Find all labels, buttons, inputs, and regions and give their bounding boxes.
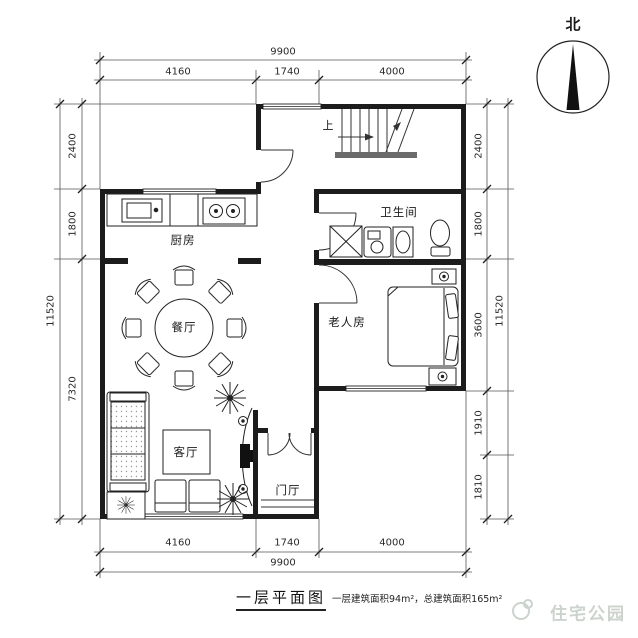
bathroom-fixtures	[329, 219, 451, 258]
dimension-ticks	[55, 55, 513, 577]
dim-left-seg-2: 1800	[67, 211, 79, 237]
dim-top-seg-1: 4160	[165, 66, 191, 78]
plan-title-underline	[236, 609, 326, 611]
dim-bottom-seg-2: 1740	[274, 537, 300, 549]
dim-left-seg-1: 2400	[67, 133, 79, 159]
staircase	[335, 108, 417, 158]
dining-furniture	[121, 265, 247, 391]
compass-north-label: 北	[565, 15, 581, 34]
dim-right-total: 11520	[494, 295, 506, 327]
elder-room-furniture	[387, 268, 459, 386]
room-label-foyer: 门厅	[275, 483, 301, 497]
room-label-kitchen: 厨房	[170, 233, 196, 247]
dim-right-seg-4: 1910	[473, 410, 485, 436]
dim-left-total: 11520	[45, 295, 57, 327]
plan-title: 一层平面图	[235, 588, 327, 607]
dim-top-seg-3: 4000	[379, 66, 405, 78]
dim-top-seg-2: 1740	[274, 66, 300, 78]
plan-area-note: 一层建筑面积94m²，总建筑面积165m²	[332, 594, 503, 605]
room-label-elder-room: 老人房	[328, 315, 366, 329]
room-label-bathroom: 卫生间	[380, 205, 418, 219]
room-label-living: 客厅	[173, 445, 199, 459]
doors	[260, 149, 358, 456]
living-furniture	[106, 381, 253, 520]
stairs-up-label: 上	[322, 119, 334, 132]
dim-left-seg-3: 7320	[67, 376, 79, 402]
watermark-logo-icon	[512, 599, 533, 620]
dim-bottom-seg-3: 4000	[379, 537, 405, 549]
dim-right-seg-5: 1810	[473, 474, 485, 500]
dim-right-seg-3: 3600	[473, 312, 485, 338]
watermark-text: 住宅公园	[550, 604, 626, 625]
dim-bottom-total: 9900	[270, 557, 296, 569]
room-label-dining: 餐厅	[171, 320, 197, 334]
dim-right-seg-1: 2400	[473, 133, 485, 159]
kitchen-counter	[106, 193, 258, 227]
dim-right-seg-2: 1800	[473, 211, 485, 237]
dim-top-total: 9900	[270, 46, 296, 58]
compass-icon	[536, 40, 610, 114]
foyer-threshold	[261, 499, 314, 508]
dim-bottom-seg-1: 4160	[165, 537, 191, 549]
